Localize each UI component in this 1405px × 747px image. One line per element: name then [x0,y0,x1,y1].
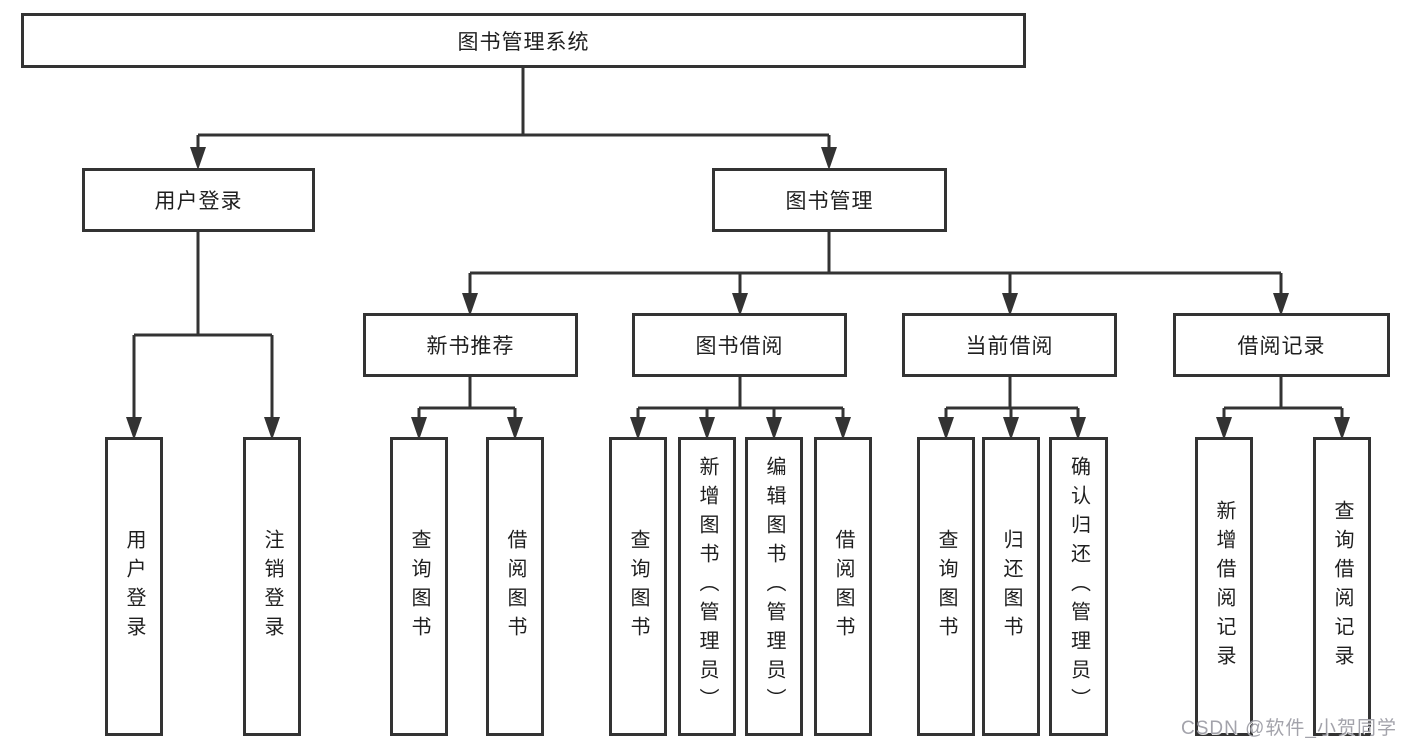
leaf-query-book-current: 查询图书 [917,437,975,736]
node-root: 图书管理系统 [21,13,1026,68]
node-borrow-record-label: 借阅记录 [1237,335,1326,358]
node-current-borrow: 当前借阅 [902,313,1117,377]
leaf-add-book-admin: 新增图书（管理员） [678,437,736,736]
node-book-borrow: 图书借阅 [632,313,847,377]
leaf-add-book-admin-label: 新增图书（管理员） [696,456,718,717]
leaf-add-borrow-record: 新增借阅记录 [1195,437,1253,736]
leaf-query-book-borrow: 查询图书 [609,437,667,736]
node-user-login: 用户登录 [82,168,315,232]
leaf-edit-book-admin-label: 编辑图书（管理员） [763,456,785,717]
csdn-watermark: CSDN @软件_小贺同学 [1181,718,1397,739]
leaf-user-login-label: 用户登录 [123,528,145,645]
leaf-user-login: 用户登录 [105,437,163,736]
leaf-logout: 注销登录 [243,437,301,736]
node-book-management: 图书管理 [712,168,947,232]
leaf-return-book: 归还图书 [982,437,1040,736]
arrowheads [126,147,1350,440]
leaf-borrow-book: 借阅图书 [814,437,872,736]
leaf-query-book-current-label: 查询图书 [935,528,957,645]
leaf-borrow-book-recommend: 借阅图书 [486,437,544,736]
leaf-edit-book-admin: 编辑图书（管理员） [745,437,803,736]
leaf-query-book-recommend-label: 查询图书 [408,528,430,645]
node-borrow-record: 借阅记录 [1173,313,1390,377]
leaf-confirm-return-admin: 确认归还（管理员） [1049,437,1108,736]
leaf-add-borrow-record-label: 新增借阅记录 [1213,499,1235,674]
node-new-book-recommend: 新书推荐 [363,313,578,377]
leaf-query-borrow-record: 查询借阅记录 [1313,437,1371,736]
leaf-query-book-borrow-label: 查询图书 [627,528,649,645]
leaf-confirm-return-admin-label: 确认归还（管理员） [1067,456,1090,717]
leaf-logout-label: 注销登录 [261,528,283,645]
leaf-borrow-book-label: 借阅图书 [832,528,854,645]
node-book-borrow-label: 图书借阅 [695,335,784,358]
node-user-login-label: 用户登录 [154,190,243,213]
leaf-borrow-book-recommend-label: 借阅图书 [504,528,526,645]
node-new-book-recommend-label: 新书推荐 [426,335,515,358]
node-book-management-label: 图书管理 [785,190,874,213]
node-root-label: 图书管理系统 [457,30,590,54]
leaf-query-book-recommend: 查询图书 [390,437,448,736]
leaf-query-borrow-record-label: 查询借阅记录 [1331,499,1353,674]
node-current-borrow-label: 当前借阅 [965,335,1054,358]
leaf-return-book-label: 归还图书 [1000,528,1022,645]
